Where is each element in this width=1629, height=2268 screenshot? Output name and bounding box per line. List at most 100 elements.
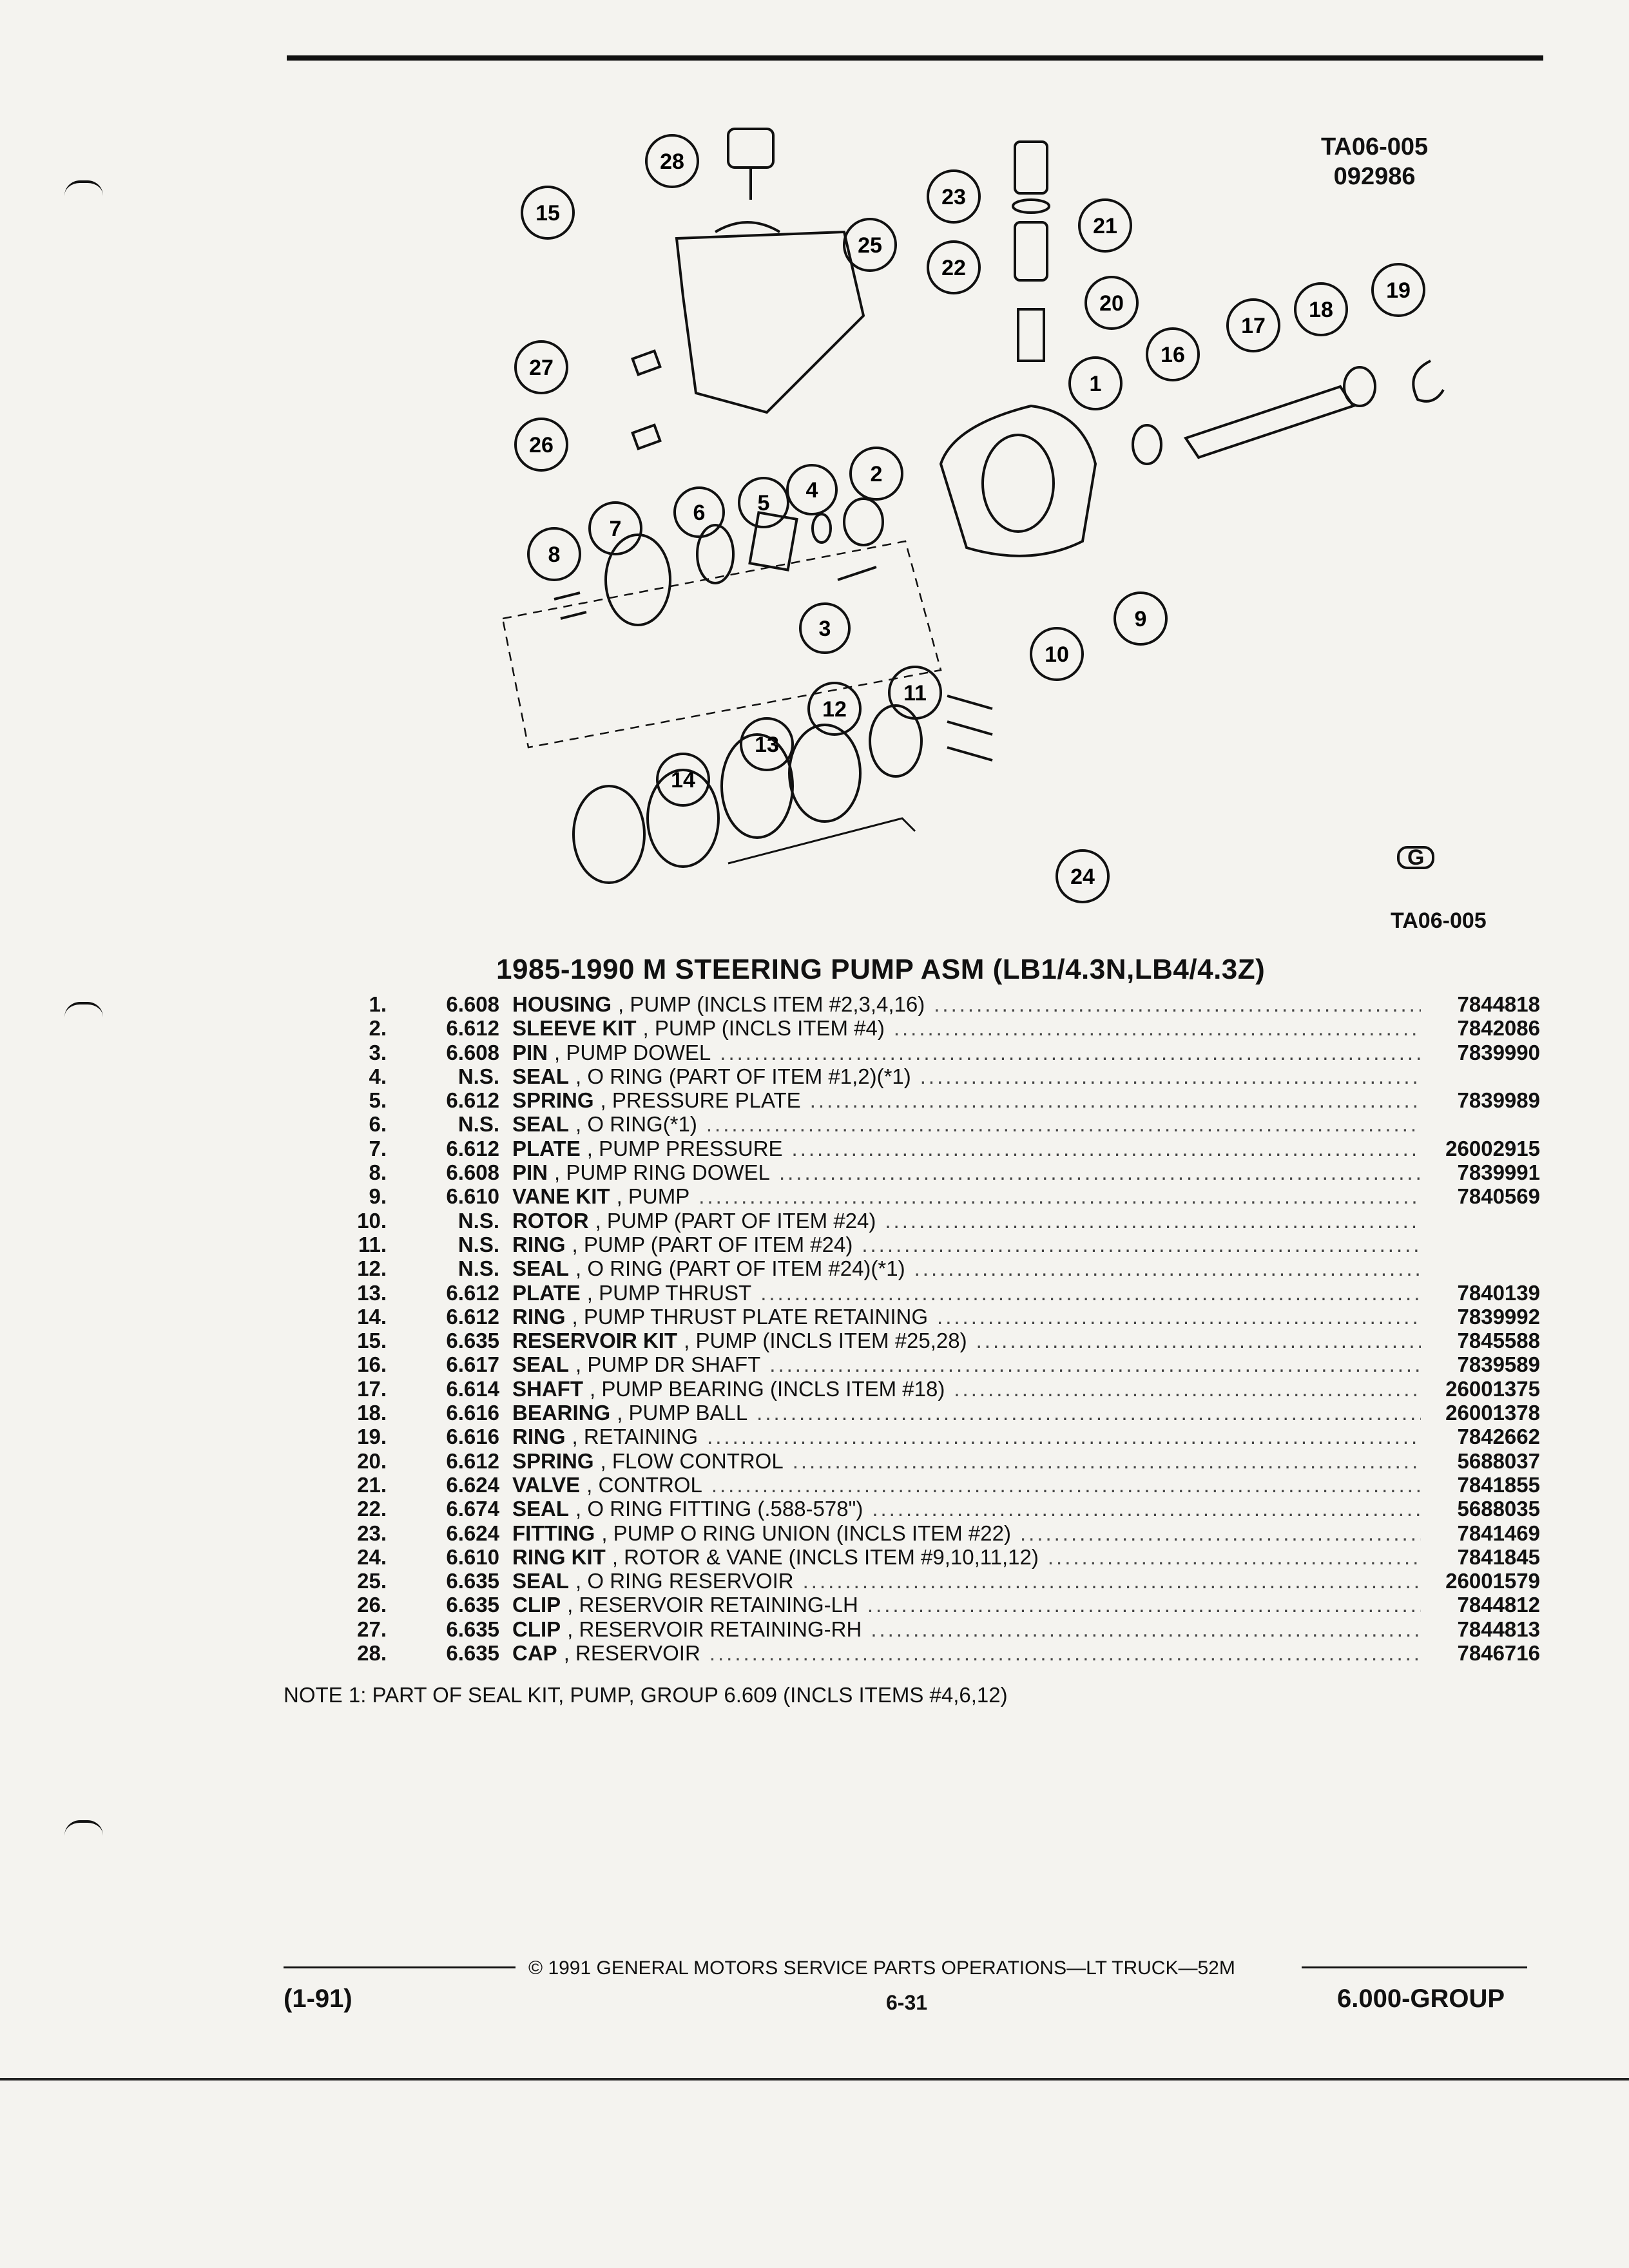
group-number: N.S. — [458, 1256, 499, 1281]
dot-leader: ........................................… — [778, 1160, 1421, 1185]
callout-15: 15 — [521, 186, 575, 240]
dot-leader: ........................................… — [867, 1593, 1421, 1617]
part-name: SEAL — [512, 1112, 570, 1137]
group-number: 6.612 — [446, 1448, 499, 1473]
thrust-ring-part — [572, 785, 646, 884]
part-number: 5688035 — [1457, 1497, 1540, 1521]
part-description: RING KIT, ROTOR & VANE (INCLS ITEM #9,10… — [512, 1545, 1421, 1569]
footnote: NOTE 1: PART OF SEAL KIT, PUMP, GROUP 6.… — [284, 1683, 1008, 1707]
group-number: 6.610 — [446, 1544, 499, 1569]
callout-20: 20 — [1084, 276, 1139, 330]
part-number: 7841845 — [1457, 1544, 1540, 1569]
fitting-part — [1014, 140, 1048, 195]
copyright: © 1991 GENERAL MOTORS SERVICE PARTS OPER… — [528, 1957, 1235, 1979]
part-description: PLATE, PUMP PRESSURE....................… — [512, 1137, 1421, 1160]
group-number: 6.608 — [446, 1040, 499, 1064]
item-number: 18. — [357, 1401, 387, 1425]
part-number: 7839989 — [1457, 1088, 1540, 1113]
dot-leader: ........................................… — [791, 1136, 1421, 1160]
part-number: 7844812 — [1457, 1593, 1540, 1617]
dot-leader: ........................................… — [885, 1208, 1421, 1233]
part-name: CAP — [512, 1641, 557, 1666]
pressure-plate-part — [604, 533, 671, 626]
part-name: RING KIT — [512, 1544, 606, 1569]
part-detail: , PUMP (PART OF ITEM #24) — [572, 1232, 853, 1256]
part-detail: , PUMP (INCLS ITEM #25,28) — [684, 1329, 967, 1353]
part-number: 7842662 — [1457, 1425, 1540, 1449]
part-number: 7839992 — [1457, 1304, 1540, 1329]
dot-leader: ........................................… — [954, 1376, 1421, 1401]
bottom-rule — [0, 2078, 1629, 2081]
part-number: 26001378 — [1445, 1401, 1540, 1425]
revision-date: (1-91) — [284, 1984, 352, 2013]
clip-rh-part — [631, 349, 662, 376]
part-detail: , RESERVOIR — [563, 1641, 700, 1666]
part-detail: , PUMP THRUST — [586, 1280, 752, 1305]
part-name: SEAL — [512, 1352, 570, 1377]
part-name: RING — [512, 1232, 566, 1256]
callout-11: 11 — [888, 666, 942, 720]
part-detail: , PUMP O RING UNION (INCLS ITEM #22) — [601, 1521, 1011, 1545]
group-number: 6.624 — [446, 1472, 499, 1497]
group-number: 6.617 — [446, 1352, 499, 1377]
group-number: 6.674 — [446, 1497, 499, 1521]
item-number: 14. — [357, 1304, 387, 1329]
callout-28: 28 — [645, 134, 699, 188]
part-description: SPRING, FLOW CONTROL....................… — [512, 1449, 1421, 1473]
item-number: 5. — [369, 1088, 387, 1113]
part-number: 26001375 — [1445, 1376, 1540, 1401]
callout-label: 9 — [1135, 607, 1147, 631]
part-number: 7839990 — [1457, 1040, 1540, 1064]
group-number: N.S. — [458, 1112, 499, 1137]
item-number: 16. — [357, 1352, 387, 1377]
callout-4: 4 — [786, 464, 838, 515]
callout-label: 8 — [548, 543, 561, 567]
callout-label: 5 — [758, 491, 770, 515]
parts-row: 12. N.S. SEAL, O RING (PART OF ITEM #24)(*… — [348, 1256, 1540, 1280]
group-number: 6.614 — [446, 1376, 499, 1401]
part-description: ROTOR, PUMP (PART OF ITEM #24)..........… — [512, 1209, 1421, 1233]
callout-label: 2 — [871, 462, 883, 486]
callout-label: 18 — [1309, 298, 1333, 322]
group-number: 6.612 — [446, 1088, 499, 1113]
dot-leader: ........................................… — [1047, 1544, 1421, 1569]
part-description: SEAL, O RING (PART OF ITEM #24)(*1).....… — [512, 1256, 1421, 1280]
dot-leader: ........................................… — [802, 1569, 1421, 1593]
figure-code-line2: 092986 — [1333, 163, 1416, 190]
part-number: 26001579 — [1445, 1569, 1540, 1593]
vane-kit-part — [947, 695, 993, 762]
callout-label: 4 — [806, 478, 818, 503]
callout-6: 6 — [673, 486, 725, 538]
callout-14: 14 — [656, 753, 710, 807]
item-number: 22. — [357, 1497, 387, 1521]
callout-24: 24 — [1055, 849, 1110, 903]
dot-leader: ........................................… — [699, 1184, 1421, 1209]
group-number: 6.616 — [446, 1425, 499, 1449]
part-description: RESERVOIR KIT, PUMP (INCLS ITEM #25,28).… — [512, 1329, 1421, 1352]
part-description: RING, PUMP (PART OF ITEM #24)...........… — [512, 1233, 1421, 1256]
part-number: 7839589 — [1457, 1352, 1540, 1377]
part-name: PIN — [512, 1040, 548, 1064]
part-description: PIN, PUMP DOWEL.........................… — [512, 1041, 1421, 1064]
item-number: 25. — [357, 1569, 387, 1593]
group-number: 6.610 — [446, 1184, 499, 1209]
part-number: 7846716 — [1457, 1641, 1540, 1666]
callout-16: 16 — [1146, 327, 1200, 381]
reservoir-cap-part — [727, 128, 775, 169]
item-number: 13. — [357, 1280, 387, 1305]
rotor-part — [869, 704, 923, 778]
punch-hole-mark — [64, 1002, 103, 1017]
gm-logo: G — [1397, 846, 1435, 869]
part-name: CLIP — [512, 1593, 561, 1617]
item-number: 12. — [357, 1256, 387, 1281]
dot-leader: ........................................… — [872, 1497, 1421, 1521]
part-name: PLATE — [512, 1280, 581, 1305]
